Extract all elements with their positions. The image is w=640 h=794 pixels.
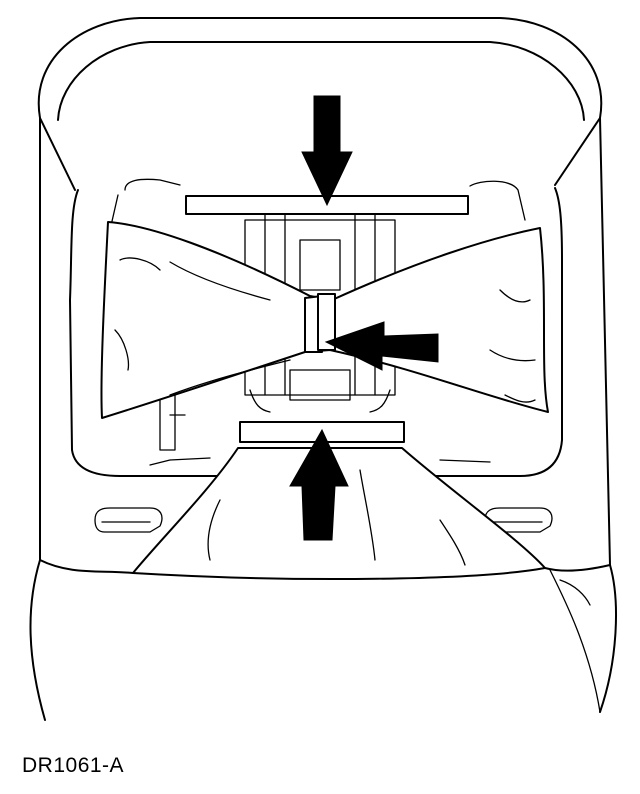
arrow-up-lower bbox=[289, 428, 349, 541]
center-retainer-clip bbox=[304, 293, 336, 353]
cover-fabric-lower bbox=[132, 447, 546, 581]
arrow-left-center bbox=[324, 321, 439, 371]
arrow-down-upper bbox=[301, 95, 353, 207]
seat-back-outline bbox=[37, 17, 611, 566]
seat-lower-trim bbox=[29, 559, 617, 721]
figure-id-label: DR1061-A bbox=[22, 754, 125, 777]
